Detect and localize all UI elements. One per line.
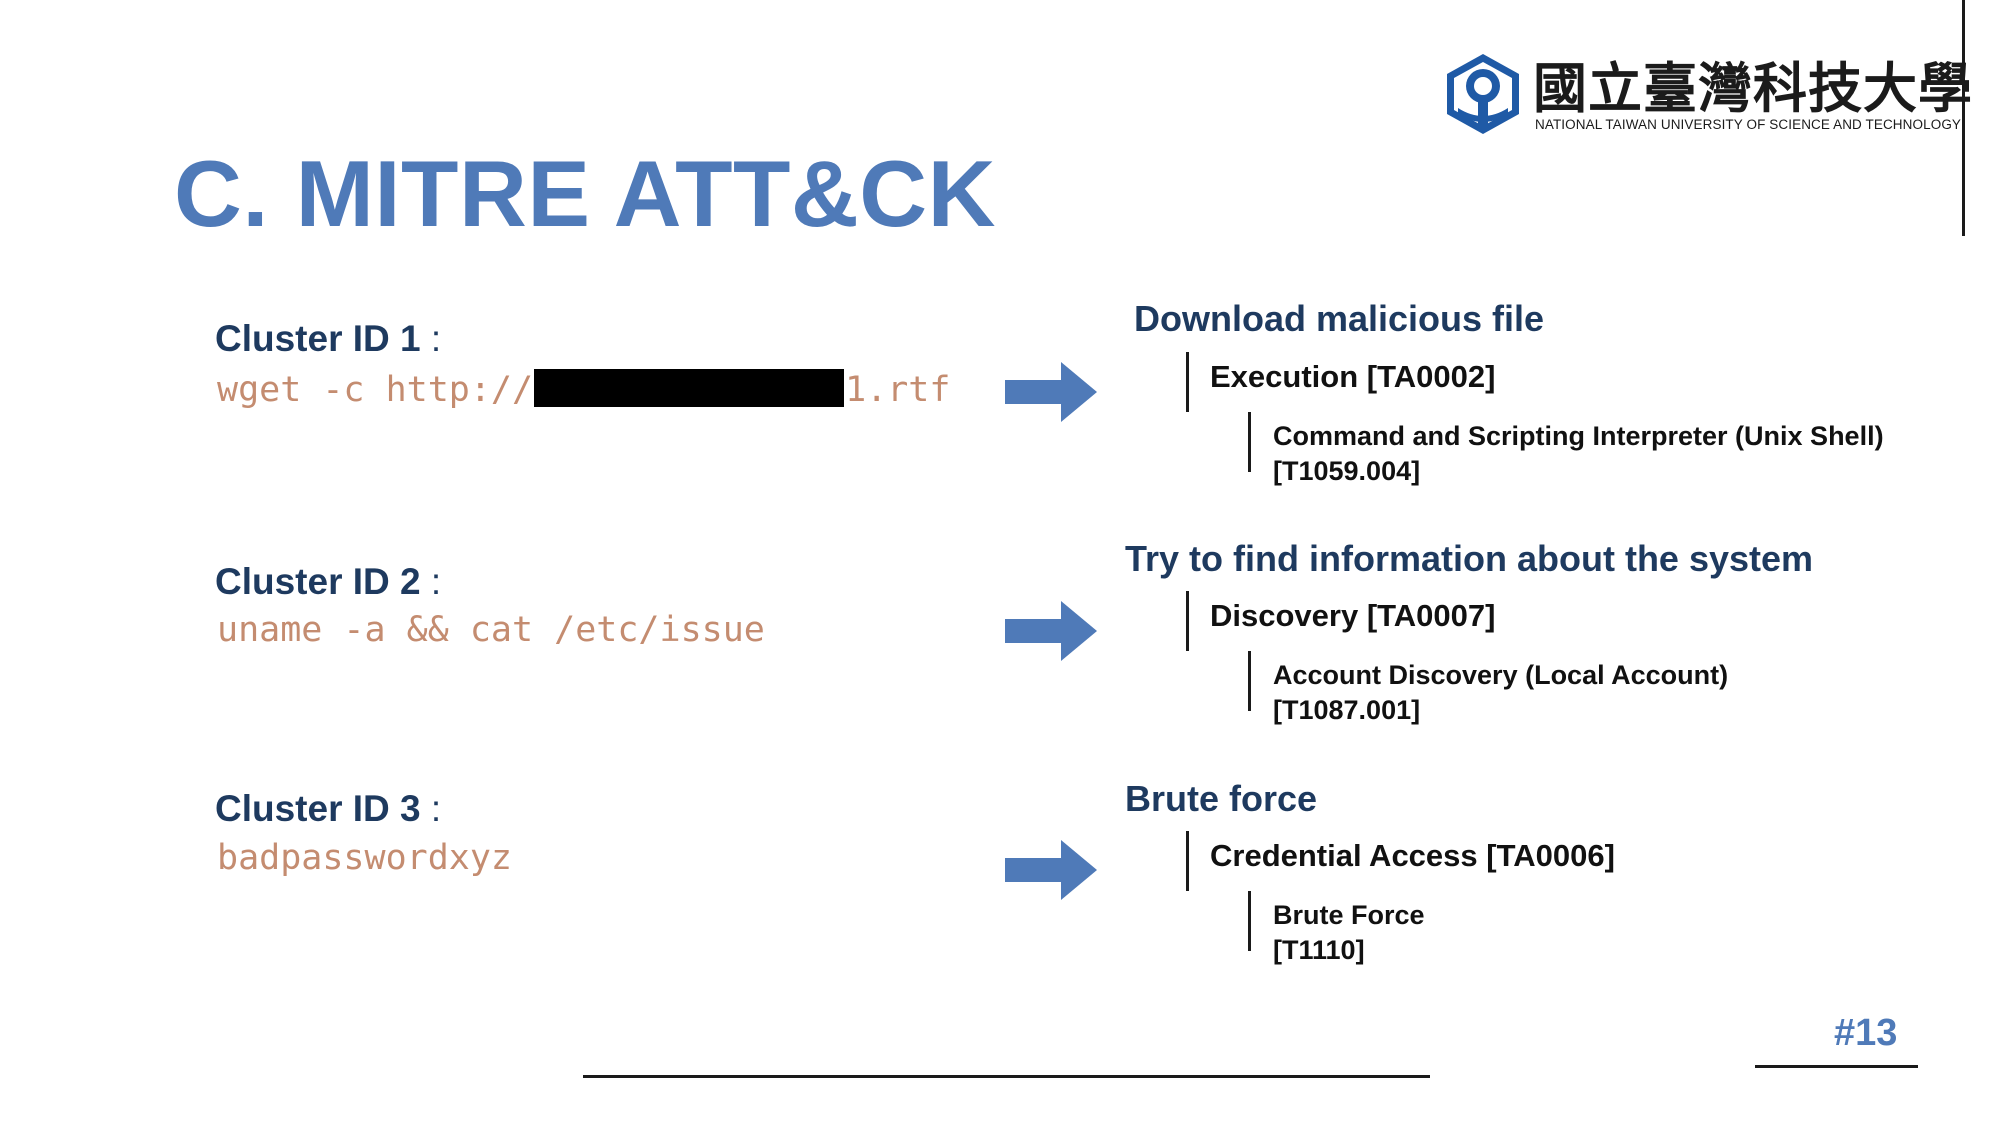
university-name-chinese: 國立臺灣科技大學 [1533,57,1973,120]
cluster-1-tactic: Execution [TA0002] [1210,359,1496,394]
university-logo: 國立臺灣科技大學 NATIONAL TAIWAN UNIVERSITY OF S… [1443,50,1983,142]
cluster-1-command: wget -c http:// 1.rtf [217,369,950,410]
footer-divider [583,1075,1430,1078]
cluster-1-label: Cluster ID 1 : [215,318,441,360]
cluster-3-label: Cluster ID 3 : [215,788,441,830]
technique-id: [T1059.004] [1273,456,1421,486]
tactic-divider [1186,591,1189,651]
page-number-underline [1755,1065,1918,1068]
technique-divider [1248,651,1251,711]
cluster-label-text: Cluster ID 3 [215,788,421,829]
page-number: #13 [1834,1012,1898,1054]
cluster-2-command: uname -a && cat /etc/issue [217,610,765,650]
cluster-3-command: badpasswordxyz [217,838,513,878]
cluster-label-colon: : [430,318,442,359]
cluster-2-technique: Account Discovery (Local Account) [T1087… [1273,658,1728,728]
technique-id: [T1110] [1273,935,1365,965]
cluster-3-goal: Brute force [1125,778,1318,819]
redacted-url-block [534,369,845,407]
right-arrow-icon [1005,362,1097,422]
cluster-2-goal: Try to find information about the system [1125,538,1814,579]
header-divider [1962,0,1965,236]
cluster-3-tactic: Credential Access [TA0006] [1210,838,1615,873]
technique-divider [1248,412,1251,472]
cluster-2-tactic: Discovery [TA0007] [1210,598,1496,633]
university-name-english: NATIONAL TAIWAN UNIVERSITY OF SCIENCE AN… [1535,117,1962,132]
right-arrow-icon [1005,840,1097,900]
slide-title: C. MITRE ATT&CK [174,141,997,246]
cluster-1-technique: Command and Scripting Interpreter (Unix … [1273,419,1884,489]
technique-divider [1248,891,1251,951]
university-emblem-icon [1447,54,1519,134]
technique-name: Command and Scripting Interpreter (Unix … [1273,421,1884,451]
tactic-divider [1186,352,1189,412]
command-prefix: wget -c http:// [217,370,534,410]
cluster-label-colon: : [430,561,442,602]
cluster-3-technique: Brute Force [T1110] [1273,898,1425,968]
cluster-label-text: Cluster ID 1 [215,318,421,359]
technique-id: [T1087.001] [1273,695,1421,725]
command-suffix: 1.rtf [845,370,951,410]
technique-name: Brute Force [1273,900,1425,930]
right-arrow-icon [1005,601,1097,661]
cluster-1-goal: Download malicious file [1134,298,1545,339]
cluster-label-colon: : [430,788,442,829]
cluster-label-text: Cluster ID 2 [215,561,421,602]
tactic-divider [1186,831,1189,891]
cluster-2-label: Cluster ID 2 : [215,561,441,603]
technique-name: Account Discovery (Local Account) [1273,660,1729,690]
